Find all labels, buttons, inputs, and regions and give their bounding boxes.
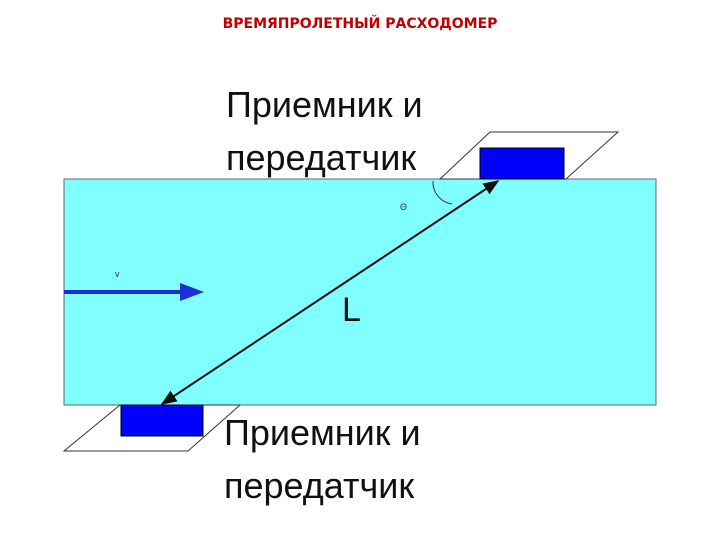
velocity-label: v	[115, 269, 120, 279]
top-transducer	[479, 147, 565, 180]
top-mount-plate	[438, 131, 620, 180]
angle-label: Θ	[400, 202, 407, 212]
path-length-label: L	[342, 291, 361, 329]
slide-title: ВРЕМЯПРОЛЕТНЫЙ РАСХОДОМЕР	[222, 16, 498, 32]
angle-arc	[432, 180, 453, 205]
acoustic-path-arrow	[160, 180, 500, 405]
bottom-transducer	[120, 404, 204, 437]
flow-velocity-arrowhead	[180, 283, 204, 301]
bottom-transducer-label-line1: Приемник и	[224, 412, 421, 453]
top-transducer-label-line2: передатчик	[226, 137, 417, 178]
top-transducer-label-line1: Приемник и	[226, 84, 423, 125]
bottom-transducer-label-line2: передатчик	[224, 465, 415, 506]
